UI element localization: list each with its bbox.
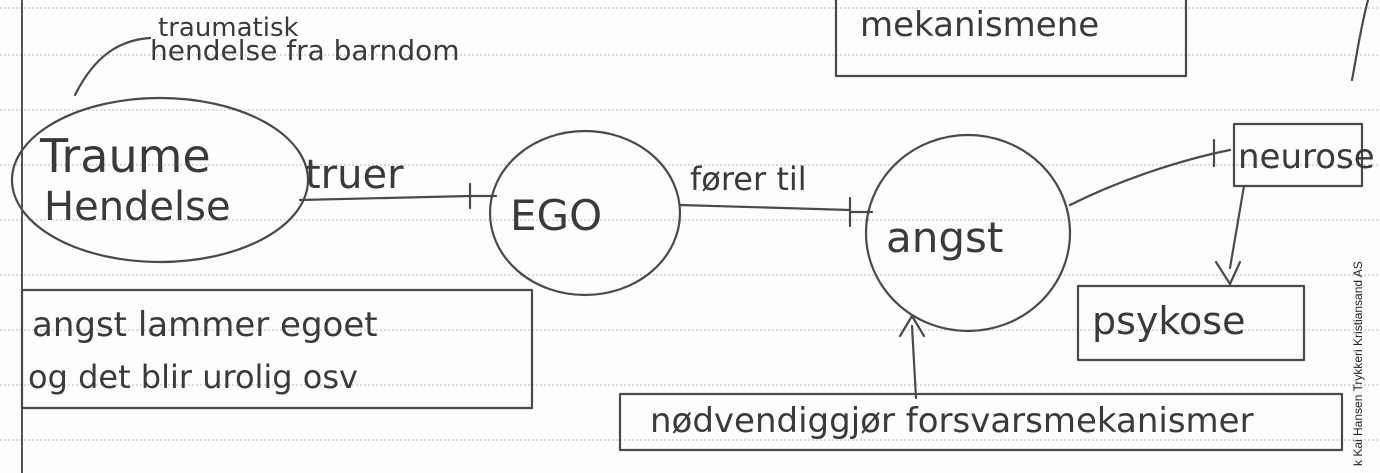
note-top-line2: hendelse fra barndom (150, 34, 460, 67)
edge-ego-angst-line (678, 203, 852, 212)
node-trauma-line2: Hendelse (44, 184, 231, 230)
note-top-line1: traumatisk (158, 13, 299, 43)
node-neurose (1232, 122, 1364, 188)
node-angst (864, 133, 1072, 333)
node-trauma-line1: Traume (39, 129, 211, 183)
node-ego-label: EGO (510, 191, 602, 240)
box-top-right-label: mekanismene (860, 5, 1099, 45)
node-psykose (1076, 284, 1306, 362)
edge-angst-neurose-line (1068, 148, 1232, 207)
edge-trauma-ego-line (298, 194, 472, 202)
note-box (20, 288, 534, 410)
node-ego (488, 129, 682, 297)
node-neurose-label: neurose (1238, 137, 1375, 177)
edge-trauma-ego-label: truer (305, 152, 404, 198)
node-angst-label: angst (886, 213, 1003, 262)
node-trauma (10, 96, 310, 264)
box-top-right (834, 0, 1188, 78)
note-connector (73, 36, 152, 97)
edge-neurose-psykose-line (1228, 184, 1246, 270)
edge-bottom-angst-arrowhead (898, 314, 926, 338)
printer-imprint: k Kai Hansen Trykkeri Kristiansand AS (1351, 261, 1365, 466)
bottom-box-label: nødvendiggjør forsvarsmekanismer (650, 401, 1254, 441)
edge-neurose-psykose-arrowhead (1214, 260, 1242, 286)
ruled-lines (0, 7, 1380, 441)
bottom-box (618, 392, 1344, 452)
edge-bottom-angst-line (910, 324, 918, 400)
note-box-line2: og det blir urolig osv (28, 358, 358, 396)
node-psykose-label: psykose (1092, 299, 1245, 343)
note-box-line1: angst lammer egoet (32, 305, 378, 345)
right-edge-stroke (1350, 0, 1370, 82)
edge-ego-angst-label: fører til (690, 160, 807, 198)
